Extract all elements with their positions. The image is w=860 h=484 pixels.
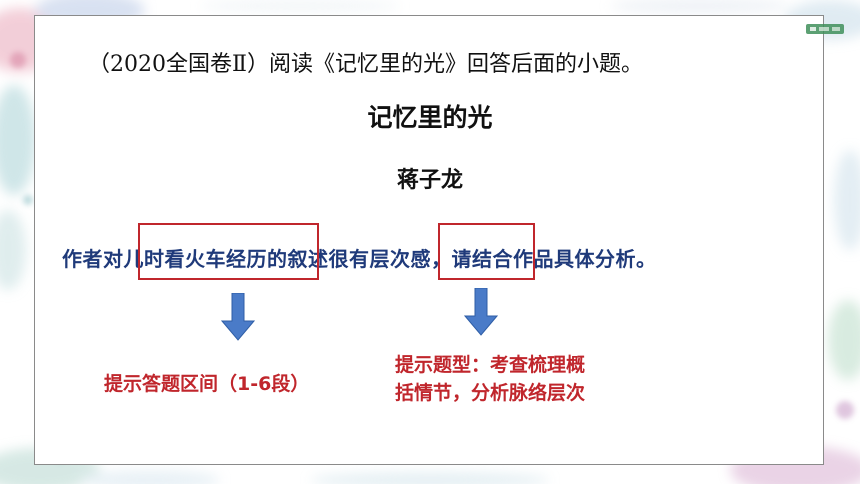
hint-question-type-line2: 括情节，分析脉络层次	[395, 382, 586, 404]
hint-answer-range: 提示答题区间（1-6段）	[104, 373, 310, 395]
arrow-down-icon	[464, 288, 498, 336]
question-intro: （2020全国卷Ⅱ）阅读《记忆里的光》回答后面的小题。	[88, 52, 643, 77]
article-author: 蒋子龙	[396, 168, 463, 193]
highlight-box-experience	[138, 223, 319, 280]
brand-logo-icon	[806, 24, 844, 34]
hint-question-type-line1: 提示题型：考查梳理概	[395, 354, 586, 376]
content-frame	[34, 15, 824, 465]
question-prompt: 作者对儿时看火车经历的叙述很有层次感，请结合作品具体分析。	[62, 247, 657, 271]
article-title: 记忆里的光	[367, 103, 493, 132]
highlight-box-layering	[438, 223, 535, 280]
hint-question-type: 提示题型：考查梳理概 括情节，分析脉络层次	[395, 351, 585, 407]
arrow-down-icon	[221, 293, 255, 341]
